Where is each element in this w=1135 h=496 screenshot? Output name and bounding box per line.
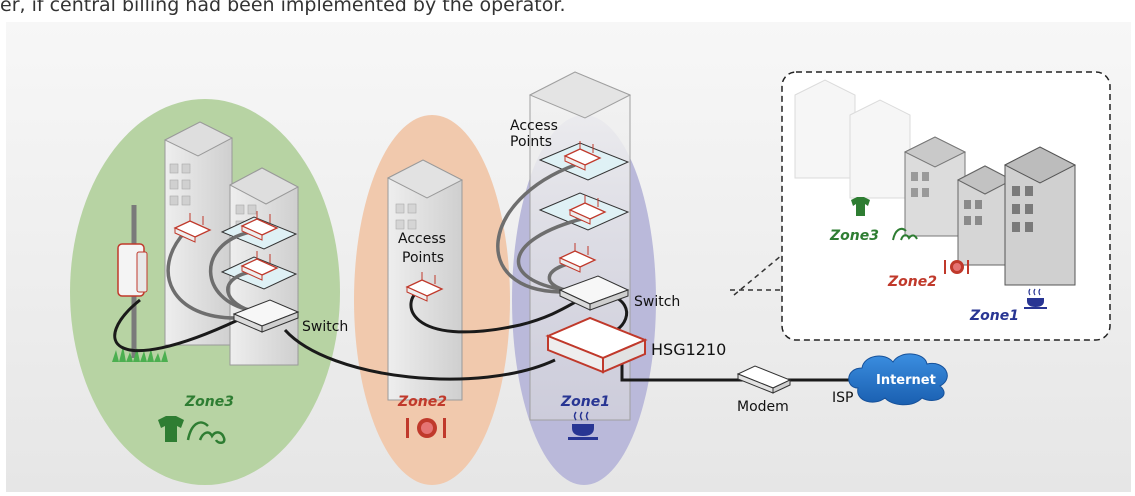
coffee-icon <box>568 411 598 440</box>
access-point <box>173 213 212 243</box>
access-point <box>240 211 279 241</box>
inset-zone2-label: Zone2 <box>887 274 937 290</box>
caption-text: er, if central billing had been implemen… <box>0 0 566 16</box>
modem <box>736 365 792 394</box>
access-point <box>558 243 597 273</box>
swimming-icon <box>186 421 226 444</box>
dining-icon <box>944 260 969 274</box>
switch-label-zone1: Switch <box>634 294 680 310</box>
zone2-building <box>386 159 464 401</box>
access-points-label-right-1: Access <box>510 118 558 134</box>
swimming-icon <box>892 227 918 241</box>
access-point <box>240 251 279 281</box>
switch-label-zone3: Switch <box>302 319 348 335</box>
hsg1210-label: HSG1210 <box>651 340 726 359</box>
isp-label: ISP <box>832 390 853 406</box>
switch-zone1 <box>558 275 630 311</box>
modem-label: Modem <box>737 399 789 415</box>
access-point <box>563 141 602 171</box>
outdoor-pole-access-point <box>112 205 168 362</box>
inset-zone1-label: Zone1 <box>969 308 1019 324</box>
switch-zone3 <box>232 299 300 333</box>
dining-icon <box>406 418 446 438</box>
internet-cloud <box>848 353 948 406</box>
zone-inset-callout <box>730 71 1111 341</box>
access-points-label-left-2: Points <box>402 250 444 266</box>
zone3-label: Zone3 <box>184 394 234 410</box>
access-points-label-right-2: Points <box>510 134 552 150</box>
access-point <box>568 195 607 225</box>
hsg1210-gateway <box>545 316 648 374</box>
zone2-label: Zone2 <box>397 394 447 410</box>
access-points-label-left-1: Access <box>398 231 446 247</box>
tshirt-icon <box>851 197 870 216</box>
access-point <box>405 272 444 302</box>
tshirt-icon <box>158 416 184 442</box>
zone1-label: Zone1 <box>560 394 610 410</box>
coffee-icon <box>1024 288 1047 309</box>
inset-zone3-label: Zone3 <box>829 228 879 244</box>
internet-label: Internet <box>876 373 936 388</box>
